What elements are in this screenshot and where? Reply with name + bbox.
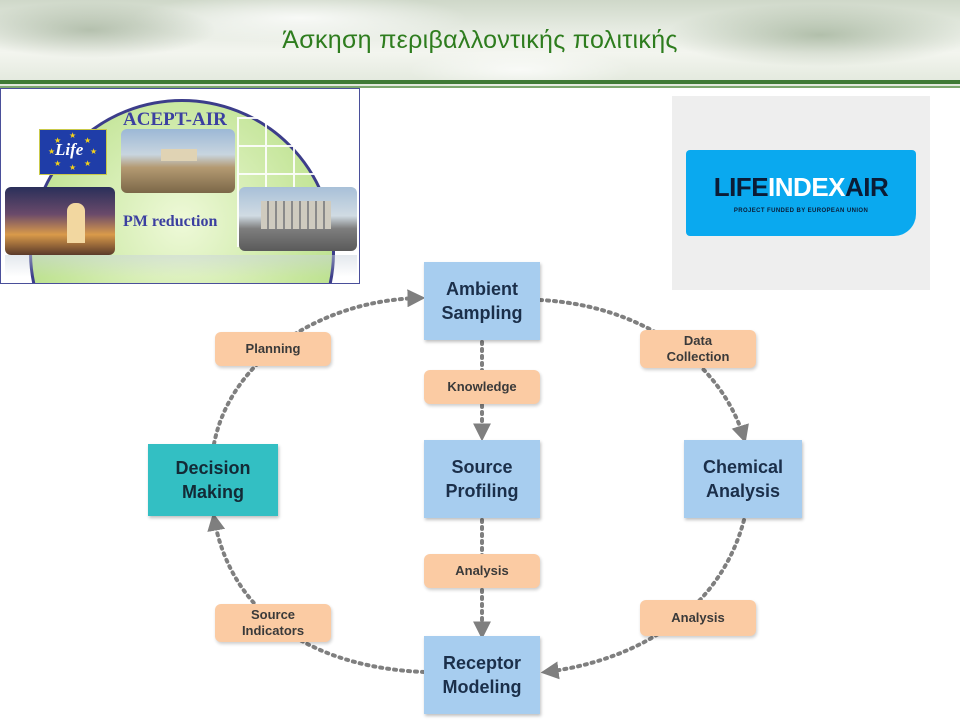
acropolis-photo	[121, 129, 235, 193]
wordmark-index: INDEX	[768, 172, 846, 202]
arc-decision-to-ambient	[212, 289, 426, 446]
acept-air-name: ACEPT-AIR	[123, 109, 227, 130]
node-source-profiling: Source Profiling	[424, 440, 540, 518]
eu-life-flag-icon: ★ ★ ★ ★ ★ ★ ★ ★ Life	[39, 129, 107, 175]
wordmark-air: AIR	[845, 172, 889, 202]
lifeindexair-logo-badge	[686, 150, 916, 236]
acept-air-logo: ★ ★ ★ ★ ★ ★ ★ ★ Life ACEPT-AIR PM reduct…	[0, 88, 360, 284]
node-ambient-sampling: Ambient Sampling	[424, 262, 540, 340]
label-source-indicators: Source Indicators	[215, 604, 331, 642]
node-chemical-analysis: Chemical Analysis	[684, 440, 802, 518]
header-rule	[0, 80, 960, 84]
pm-reduction-text: PM reduction	[123, 213, 218, 230]
arc-ambient-to-chemical	[538, 298, 749, 444]
header-rule-thin	[0, 86, 960, 88]
header-banner: Άσκηση περιβαλλοντικής πολιτικής	[0, 0, 960, 88]
lifeindexair-wordmark: LIFEINDEXAIR	[686, 172, 916, 203]
arc-chemical-to-receptor	[540, 518, 746, 680]
label-knowledge: Knowledge	[424, 370, 540, 404]
white-tower-photo	[5, 187, 115, 255]
label-planning: Planning	[215, 332, 331, 366]
label-analysis-right: Analysis	[640, 600, 756, 636]
arc-receptor-to-decision	[207, 512, 426, 674]
life-flag-text: Life	[55, 140, 84, 159]
lifeindexair-subtitle: PROJECT FUNDED BY EUROPEAN UNION	[733, 208, 869, 214]
label-data-collection: Data Collection	[640, 330, 756, 368]
wordmark-life: LIFE	[713, 172, 769, 202]
node-decision-making: Decision Making	[148, 444, 278, 516]
page-title: Άσκηση περιβαλλοντικής πολιτικής	[282, 26, 678, 54]
node-receptor-modeling: Receptor Modeling	[424, 636, 540, 714]
photo-reflection	[5, 255, 357, 277]
label-analysis-center: Analysis	[424, 554, 540, 588]
eu-stars-icon: ★ ★ ★ ★ ★ ★ ★ ★	[48, 131, 98, 172]
banner-background	[0, 0, 960, 88]
city-building-photo	[239, 187, 357, 251]
